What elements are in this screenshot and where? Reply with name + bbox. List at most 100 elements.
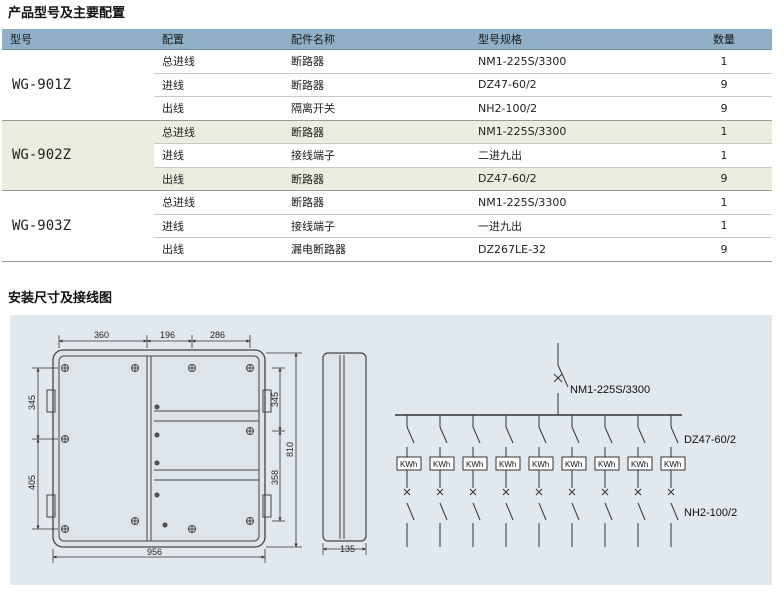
kwh-meter bbox=[528, 456, 554, 471]
table-row: WG-903Z 总进线 断路器 NM1-225S/3300 1 bbox=[2, 190, 772, 262]
dimension-lines bbox=[32, 335, 302, 563]
isolator-switch bbox=[571, 502, 580, 521]
branch-breaker-label: DZ47-60/2 bbox=[684, 434, 736, 446]
isolator-switch bbox=[637, 502, 646, 521]
dim-left-upper: 345 bbox=[27, 395, 37, 410]
kwh-meter bbox=[660, 456, 686, 471]
header-spec: 型号规格 bbox=[470, 29, 676, 50]
branch-breaker-switch bbox=[439, 426, 448, 444]
isolator-switch bbox=[604, 502, 613, 521]
kwh-meter bbox=[495, 456, 521, 471]
install-drawing: 360 196 286 345 405 345 810 358 956 135 bbox=[27, 330, 737, 563]
spec-cell: DZ47-60/2 bbox=[470, 73, 676, 97]
isolator-label: NH2-100/2 bbox=[684, 507, 737, 519]
spec-cell: NM1-225S/3300 bbox=[470, 120, 676, 144]
branch-breaker-switch bbox=[505, 426, 514, 444]
kwh-meter bbox=[396, 456, 422, 471]
table-row: 出线 断路器 DZ47-60/2 9 bbox=[2, 167, 772, 191]
dim-right-inner-lower: 358 bbox=[270, 470, 280, 485]
isolator-switch bbox=[472, 502, 481, 521]
config-cell: 总进线 bbox=[154, 120, 283, 144]
isolator-mark bbox=[634, 488, 642, 496]
qty-cell: 1 bbox=[676, 49, 772, 74]
header-qty: 数量 bbox=[676, 29, 772, 50]
main-breaker-label: NM1-225S/3300 bbox=[570, 384, 650, 396]
kwh-label: KWh bbox=[532, 460, 549, 469]
enclosure-front-view bbox=[46, 349, 272, 548]
header-config: 配置 bbox=[154, 29, 283, 50]
mounting-holes bbox=[61, 364, 254, 533]
branch-breaker-switch bbox=[472, 426, 481, 444]
table-row: 进线 断路器 DZ47-60/2 9 bbox=[2, 73, 772, 97]
isolator-mark bbox=[403, 488, 411, 496]
spec-cell: NM1-225S/3300 bbox=[470, 190, 676, 215]
part-cell: 断路器 bbox=[283, 120, 470, 144]
model-cell: WG-902Z bbox=[2, 120, 154, 191]
config-cell: 进线 bbox=[154, 214, 283, 238]
config-cell: 出线 bbox=[154, 96, 283, 121]
branch-breaker-switch bbox=[670, 426, 679, 444]
qty-cell: 1 bbox=[676, 143, 772, 168]
spec-cell: DZ47-60/2 bbox=[470, 167, 676, 191]
spec-cell: NH2-100/2 bbox=[470, 96, 676, 121]
qty-cell: 9 bbox=[676, 73, 772, 97]
part-cell: 断路器 bbox=[283, 190, 470, 215]
kwh-label: KWh bbox=[466, 460, 483, 469]
spec-cell: 二进九出 bbox=[470, 143, 676, 168]
config-cell: 出线 bbox=[154, 237, 283, 262]
isolator-mark bbox=[667, 488, 675, 496]
table-header-row: 型号 配置 配件名称 型号规格 数量 bbox=[2, 29, 772, 50]
kwh-label: KWh bbox=[499, 460, 516, 469]
dim-top-left: 360 bbox=[94, 330, 109, 340]
isolator-switch bbox=[406, 502, 415, 521]
header-part-name: 配件名称 bbox=[283, 29, 470, 50]
qty-cell: 9 bbox=[676, 167, 772, 191]
table-row: 进线 接线端子 一进九出 1 bbox=[2, 214, 772, 238]
config-cell: 总进线 bbox=[154, 49, 283, 74]
isolator-switch bbox=[538, 502, 547, 521]
config-cell: 出线 bbox=[154, 167, 283, 191]
drawing-panel: 360 196 286 345 405 345 810 358 956 135 bbox=[10, 315, 772, 585]
config-table: 型号 配置 配件名称 型号规格 数量 WG-901Z 总进线 断路器 NM1-2… bbox=[2, 29, 772, 262]
qty-cell: 9 bbox=[676, 237, 772, 262]
model-cell: WG-901Z bbox=[2, 49, 154, 121]
header-model: 型号 bbox=[2, 29, 154, 50]
part-cell: 接线端子 bbox=[283, 143, 470, 168]
model-cell: WG-903Z bbox=[2, 190, 154, 262]
qty-cell: 1 bbox=[676, 190, 772, 215]
part-cell: 隔离开关 bbox=[283, 96, 470, 121]
qty-cell: 1 bbox=[676, 120, 772, 144]
isolator-switch bbox=[505, 502, 514, 521]
table-row: 出线 隔离开关 NH2-100/2 9 bbox=[2, 96, 772, 121]
config-cell: 进线 bbox=[154, 143, 283, 168]
branch-breaker-switch bbox=[406, 426, 415, 444]
dim-right-total: 810 bbox=[285, 442, 295, 457]
kwh-meter bbox=[561, 456, 587, 471]
spec-cell: DZ267LE-32 bbox=[470, 237, 676, 262]
kwh-label: KWh bbox=[631, 460, 648, 469]
isolator-mark bbox=[469, 488, 477, 496]
dim-top-right: 286 bbox=[210, 330, 225, 340]
section-title-config: 产品型号及主要配置 bbox=[8, 6, 126, 21]
branch-breaker-switch bbox=[571, 426, 580, 444]
isolator-mark bbox=[601, 488, 609, 496]
dim-top-mid: 196 bbox=[160, 330, 175, 340]
isolator-mark bbox=[436, 488, 444, 496]
table-row: 进线 接线端子 二进九出 1 bbox=[2, 143, 772, 168]
isolator-mark bbox=[502, 488, 510, 496]
part-cell: 断路器 bbox=[283, 167, 470, 191]
spec-cell: 一进九出 bbox=[470, 214, 676, 238]
qty-cell: 9 bbox=[676, 96, 772, 121]
spec-cell: NM1-225S/3300 bbox=[470, 49, 676, 74]
kwh-label: KWh bbox=[598, 460, 615, 469]
kwh-label: KWh bbox=[400, 460, 417, 469]
part-cell: 接线端子 bbox=[283, 214, 470, 238]
qty-cell: 1 bbox=[676, 214, 772, 238]
isolator-switch bbox=[439, 502, 448, 521]
isolator-switch bbox=[670, 502, 679, 521]
dim-left-lower: 405 bbox=[27, 475, 37, 490]
config-cell: 进线 bbox=[154, 73, 283, 97]
table-row: WG-901Z 总进线 断路器 NM1-225S/3300 1 bbox=[2, 49, 772, 121]
part-cell: 漏电断路器 bbox=[283, 237, 470, 262]
